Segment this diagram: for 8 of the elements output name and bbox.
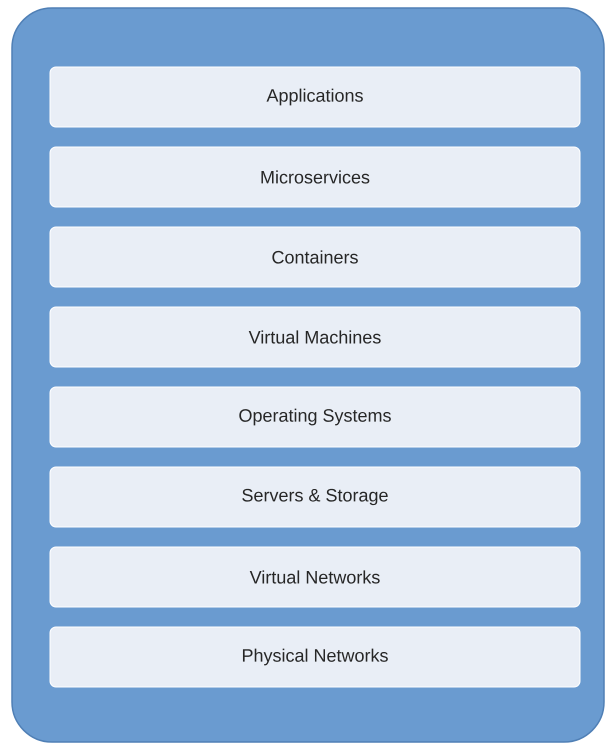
layer-box: Servers & Storage [50, 466, 580, 528]
layer-box: Applications [50, 66, 580, 128]
layer-box: Virtual Networks [50, 546, 580, 608]
layer-box: Containers [50, 226, 580, 288]
layer-box: Physical Networks [50, 626, 580, 688]
layer-box: Virtual Machines [50, 306, 580, 368]
layer-box: Microservices [50, 146, 580, 208]
layer-box: Operating Systems [50, 386, 580, 448]
